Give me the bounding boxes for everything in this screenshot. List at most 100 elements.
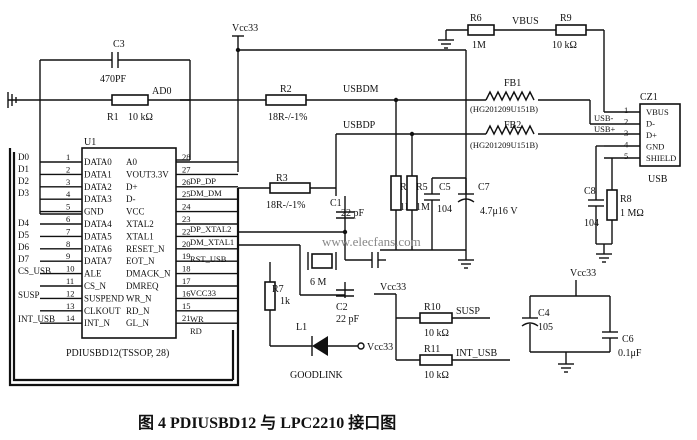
bus-right-label: DP_DP — [190, 176, 216, 186]
fb2-value: (HG201209U151B) — [470, 140, 538, 150]
usb-minus-label: USB- — [594, 113, 614, 123]
u1-pin-name: VOUT3.3V — [126, 169, 169, 179]
bus-left-label: SUSP — [18, 290, 40, 300]
a0-net-label: AD0 — [152, 86, 171, 97]
u1-pin-name: VCC — [126, 207, 145, 217]
c6-ref: C6 — [622, 334, 634, 345]
r5-value: 1M — [416, 202, 430, 213]
u1-pin-name: D- — [126, 194, 136, 204]
watermark: www.elecfans.com — [322, 234, 421, 249]
r11-value: 10 kΩ — [424, 370, 449, 381]
u1-pin-number: 5 — [66, 202, 70, 212]
u1-pin-number: 4 — [66, 189, 71, 199]
u1-pin-number: 16 — [182, 288, 191, 298]
u1-pin-name: DMACK_N — [126, 269, 171, 279]
cz1-type: USB — [648, 174, 668, 185]
u1-pin-name: XTAL2 — [126, 219, 154, 229]
r9-value: 10 kΩ — [552, 40, 577, 51]
u1-pin-number: 21 — [182, 313, 191, 323]
u1-pin-number: 22 — [182, 226, 191, 236]
u1-pin-name: D+ — [126, 182, 138, 192]
u1-pin-name: INT_N — [84, 318, 110, 328]
u1-pin-name: DATA1 — [84, 169, 112, 179]
cz1-pin-number: 5 — [624, 151, 628, 161]
bus-right-label: DP_XTAL2 — [190, 224, 231, 234]
cz1-pin-number: 3 — [624, 128, 628, 138]
u1-pin-number: 17 — [182, 276, 191, 286]
r2-resistor: R2 18R-/-1% USBDM — [180, 84, 486, 160]
bus-left-label: D2 — [18, 176, 29, 186]
r6-value: 1M — [472, 40, 486, 51]
cz1-pin-name: D+ — [646, 130, 657, 140]
u1-pin-number: 20 — [182, 239, 191, 249]
c8-r8-network: C8 104 R8 1 MΩ — [584, 145, 644, 263]
c8-value: 104 — [584, 218, 599, 229]
r9-ref: R9 — [560, 13, 572, 24]
c5-value: 104 — [437, 204, 452, 215]
u1-pin-name: ALE — [84, 269, 102, 279]
r4-ref: R4 — [400, 182, 412, 193]
u1-pin-number: 9 — [66, 251, 70, 261]
r5-resistor: R5 1M — [406, 131, 430, 250]
r2-value: 18R-/-1% — [268, 112, 307, 123]
c6-value: 0.1μF — [618, 348, 642, 359]
vcc33-top: Vcc33 — [232, 23, 467, 250]
r11-resistor: R11 10 kΩ INT_USB — [419, 344, 510, 381]
c5-ref: C5 — [439, 182, 451, 193]
bus-left-label: INT_USB — [18, 314, 55, 324]
u1-pin-name: GL_N — [126, 318, 149, 328]
bus-left-label: D6 — [18, 242, 29, 252]
u1-pin-name: DATA6 — [84, 244, 112, 254]
u1-left-pins: DATA01DATA12DATA23DATA34GND5DATA46DATA57… — [40, 152, 125, 328]
u1-pin-number: 6 — [66, 214, 70, 224]
u1-pin-number: 8 — [66, 239, 70, 249]
u1-pin-number: 12 — [66, 288, 75, 298]
bus-left-label: D0 — [18, 152, 29, 162]
c7-value: 4.7μ16 V — [480, 206, 518, 217]
bus-right-label: WR — [190, 314, 204, 324]
bus-left-label: D5 — [18, 230, 29, 240]
r10-resistor: R10 10 kΩ SUSP — [419, 302, 490, 339]
u1-pin-number: 25 — [182, 189, 191, 199]
u1-pin-name: DATA2 — [84, 182, 112, 192]
usb-plus-label: USB+ — [594, 124, 616, 134]
u1-pin-number: 26 — [182, 177, 191, 187]
bus-right-label: DM_DM — [190, 188, 222, 198]
bus-right-label: RST_USB — [190, 254, 227, 264]
r5-ref: R5 — [416, 182, 428, 193]
u1-pin-name: CLKOUT — [84, 306, 121, 316]
u1-pin-name: SUSPEND — [84, 293, 125, 303]
r8-ref: R8 — [620, 194, 632, 205]
vcc33-led-label: Vcc33 — [367, 342, 393, 353]
u1-pin-number: 14 — [66, 313, 75, 323]
left-ground-symbol — [7, 92, 17, 108]
bus-right-label: DM_XTAL1 — [190, 237, 234, 247]
r7-value: 1k — [280, 296, 290, 307]
c8-ref: C8 — [584, 186, 596, 197]
bus-left-label: CS_USB — [18, 266, 51, 276]
bus-right-label: RD — [190, 326, 202, 336]
bus-left-label: D4 — [18, 218, 29, 228]
u1-pin-name: GND — [84, 207, 104, 217]
u1-pin-number: 7 — [66, 226, 70, 236]
cz1-pin-name: VBUS — [646, 107, 669, 117]
c4-ref: C4 — [538, 308, 550, 319]
u1-pin-name: XTAL1 — [126, 231, 154, 241]
u1-pin-number: 2 — [66, 164, 70, 174]
crystal-area: C1 22 pF 6 M C2 22 pF — [238, 196, 386, 325]
u1-pin-name: DATA4 — [84, 219, 112, 229]
u1-pin-name: DATA3 — [84, 194, 112, 204]
figure-caption: 图 4 PDIUSBD12 与 LPC2210 接口图 — [138, 413, 396, 432]
cz1-pin-number: 2 — [624, 117, 628, 127]
int-usb-label: INT_USB — [456, 348, 497, 359]
cz1-pin-name: D- — [646, 119, 655, 129]
fb1-ferrite: FB1 (HG201209U151B) USB- — [470, 78, 640, 125]
u1-pin-name: DMREQ — [126, 281, 159, 291]
r7-ref: R7 — [272, 284, 284, 295]
u1-ref: U1 — [84, 137, 96, 148]
y1-value: 6 M — [310, 277, 327, 288]
r3-resistor: R3 18R-/-1% — [238, 173, 336, 211]
